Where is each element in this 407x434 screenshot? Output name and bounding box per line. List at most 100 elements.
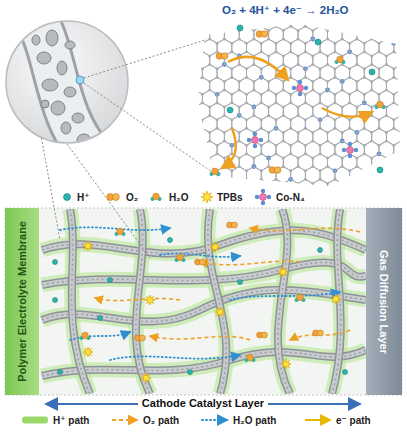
nitrogen-atom — [247, 138, 251, 142]
lattice-atom — [186, 178, 189, 181]
proton — [369, 69, 375, 75]
lattice-atom — [400, 165, 403, 168]
carbon-ring — [379, 14, 394, 31]
nitrogen-atom — [261, 201, 265, 205]
carbon-fiber — [278, 209, 290, 394]
flow-paths — [53, 222, 361, 383]
lattice-atom — [304, 16, 307, 19]
lattice-atom — [252, 190, 255, 193]
nitrogen-atom — [354, 148, 358, 152]
h2o-path — [230, 292, 340, 300]
lattice-atom — [341, 182, 344, 185]
layer-caption: Cathode Catalyst Layer — [138, 397, 268, 409]
lattice-atom — [400, 37, 403, 40]
lattice-atom — [186, 127, 189, 130]
lattice-atom — [201, 16, 204, 19]
legend-entry: O₂ — [126, 190, 138, 204]
oxygen-atom — [112, 194, 119, 201]
carbon-ring — [401, 52, 407, 69]
carbon-ring — [394, 141, 407, 158]
lattice-atom — [392, 169, 395, 172]
pore — [72, 113, 84, 123]
o2-path-sample — [112, 419, 137, 421]
lattice-atom — [319, 16, 322, 19]
fiber-closeup — [30, 10, 95, 160]
fiber-pores — [42, 263, 366, 286]
fiber-body — [30, 10, 95, 160]
lattice-atom — [186, 67, 189, 70]
lattice-atom — [363, 16, 366, 19]
lattice-atom — [385, 37, 388, 40]
carbon-fiber — [332, 209, 341, 394]
band-label: Gas Diffusion Layer — [378, 250, 390, 354]
nitrogen-atom — [298, 80, 302, 84]
lattice-atom — [400, 12, 403, 15]
oxygen-atom — [221, 53, 228, 60]
lattice-atom — [363, 169, 366, 172]
lattice-atom — [193, 12, 196, 15]
cobalt-atom — [260, 194, 267, 201]
carbon-ring — [386, 26, 401, 43]
lattice-atom — [355, 182, 358, 185]
legend-text: H⁺ path — [53, 415, 89, 426]
pore — [64, 87, 76, 97]
carbon-ring — [350, 14, 365, 31]
pore — [51, 101, 65, 115]
carbon-ring — [401, 128, 407, 145]
carbon-fiber — [70, 209, 90, 394]
ionomer-glow — [278, 209, 290, 394]
legend-text: e⁻ path — [336, 415, 371, 426]
zoom-spot — [76, 76, 84, 84]
tpb-star — [201, 191, 213, 203]
tpb-star — [145, 295, 155, 305]
lattice-atom — [400, 131, 403, 134]
lattice-atom — [193, 88, 196, 91]
lattice-atom — [186, 169, 189, 172]
lattice-atom — [355, 29, 358, 32]
fiber-pores — [332, 209, 341, 394]
lattice-atom — [186, 16, 189, 19]
lattice-atom — [348, 195, 351, 198]
lattice-atom — [252, 182, 255, 185]
lattice-atom — [267, 182, 270, 185]
lattice-atom — [400, 29, 403, 32]
lattice-atom — [193, 37, 198, 42]
proton — [53, 298, 58, 303]
fiber-pores — [70, 209, 90, 394]
carbon-ring — [364, 167, 379, 184]
oxygen-atom — [177, 254, 184, 261]
lattice-atom — [193, 63, 196, 66]
pore — [32, 35, 40, 45]
fiber-network — [42, 209, 366, 394]
lattice-atom — [400, 80, 403, 83]
tpb-star — [331, 294, 341, 304]
lattice-atom — [348, 16, 351, 19]
carbon-ring — [401, 154, 407, 171]
tpb-star — [141, 373, 151, 383]
oxygen-atom — [317, 330, 323, 336]
tpb-star — [83, 241, 93, 251]
pore — [37, 52, 51, 64]
carbon-ring — [342, 179, 357, 196]
tpb-star — [210, 242, 220, 252]
lattice-atom — [377, 195, 380, 198]
lattice-atom — [186, 118, 189, 121]
legend-text: H₂O path — [233, 415, 276, 426]
tpb-star — [278, 267, 288, 277]
pore — [46, 30, 58, 46]
legend-text: O₂ — [126, 192, 138, 203]
lattice-atom — [363, 25, 366, 28]
nitrogen-atom — [348, 154, 352, 158]
legend-text: H⁺ — [77, 192, 90, 203]
carbon-ring — [320, 14, 335, 31]
lattice-atom — [201, 127, 204, 130]
proton — [377, 167, 383, 173]
lattice-atom — [186, 93, 189, 96]
proton — [315, 39, 321, 45]
legend-text: H₂O — [169, 192, 188, 203]
h2o-path — [60, 227, 170, 230]
zoom-leader — [84, 40, 205, 78]
tpb-star — [215, 307, 225, 317]
oxygen-atom — [153, 193, 160, 200]
lattice-atom — [260, 16, 263, 19]
